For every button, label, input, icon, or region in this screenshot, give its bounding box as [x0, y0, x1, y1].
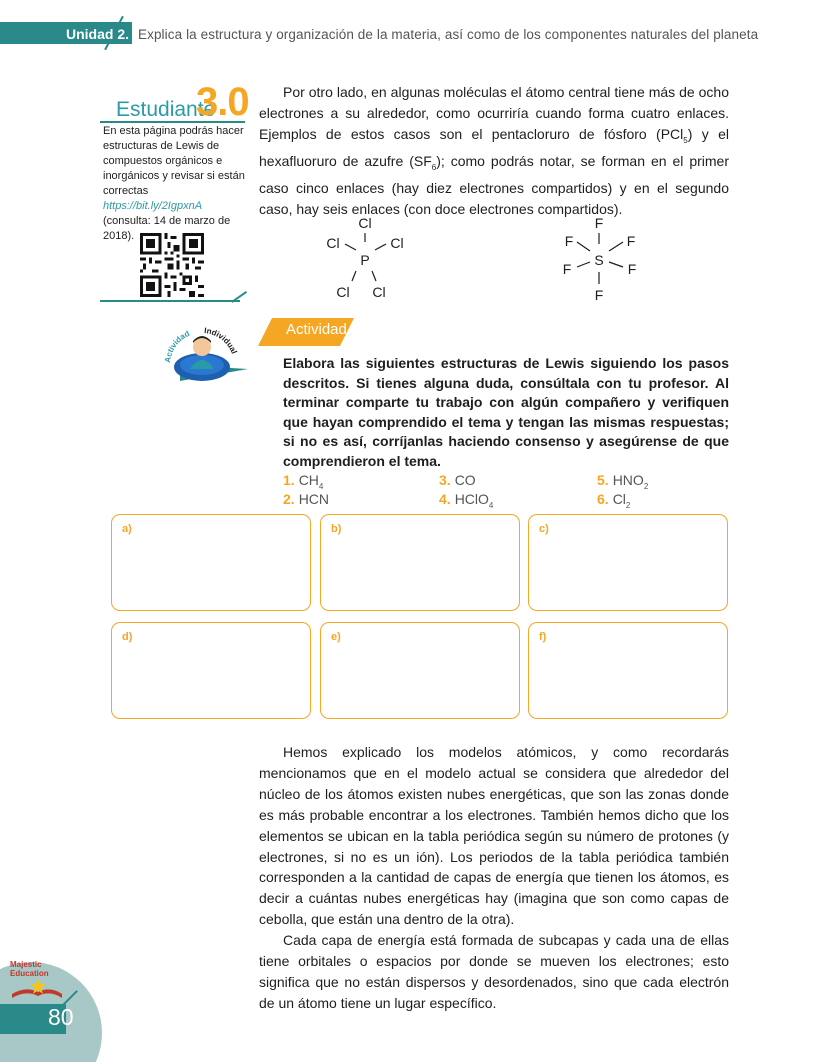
- pcl5-center: P: [360, 252, 369, 268]
- pcl5-lewis-structure: Cl Cl Cl P Cl Cl: [326, 215, 403, 300]
- body-paragraph-1: Hemos explicado los modelos atómicos, y …: [259, 744, 729, 928]
- activity-item-4: 4.HClO4: [439, 491, 494, 510]
- sidebar-link[interactable]: https://bit.ly/2IgpxnA: [103, 200, 203, 212]
- body-paragraph-2: Cada capa de energía está formada de sub…: [259, 932, 729, 1011]
- answer-box-label: e): [331, 631, 341, 643]
- activity-item-3: 3.CO: [439, 472, 476, 488]
- sidebar-text: En esta página podrás hacer estructuras …: [103, 125, 245, 242]
- activity-tag-shape: [258, 318, 354, 346]
- sf6-ligand-upper-left: F: [565, 233, 574, 249]
- activity-item-5: 5.HNO2: [597, 472, 649, 491]
- pcl5-ligand-top: Cl: [358, 215, 371, 231]
- answer-box-label: a): [122, 523, 132, 535]
- body-text: Hemos explicado los modelos atómicos, y …: [259, 742, 729, 1014]
- pcl5-ligand-left: Cl: [326, 235, 339, 251]
- sf6-ligand-lower-left: F: [563, 261, 572, 277]
- sf6-ligand-upper-right: F: [627, 233, 636, 249]
- sidebar-title-number: 3.0: [196, 80, 250, 124]
- answer-box-d[interactable]: d): [111, 622, 311, 719]
- activity-tag-label: Actividad: [286, 321, 347, 338]
- sf6-center: S: [594, 252, 603, 268]
- qr-code-icon[interactable]: [140, 233, 204, 297]
- answer-box-a[interactable]: a): [111, 514, 311, 611]
- intro-paragraph: Por otro lado, en algunas moléculas el á…: [259, 84, 730, 217]
- answer-box-label: f): [539, 631, 547, 643]
- answer-box-e[interactable]: e): [320, 622, 520, 719]
- answer-box-c[interactable]: c): [528, 514, 728, 611]
- sidebar-divider-top: [100, 121, 245, 123]
- answer-box-label: c): [539, 523, 549, 535]
- pcl5-ligand-bottom-right: Cl: [372, 284, 385, 300]
- activity-item-2: 2.HCN: [283, 491, 330, 507]
- sf6-ligand-lower-right: F: [628, 261, 637, 277]
- page-number: 80: [48, 1004, 74, 1030]
- sidebar-title: Estudiante: [116, 98, 216, 121]
- sf6-ligand-bottom: F: [595, 287, 604, 303]
- answer-box-label: b): [331, 523, 342, 535]
- unit-description: Explica la estructura y organización de …: [138, 27, 759, 42]
- answer-box-label: d): [122, 631, 133, 643]
- answer-box-b[interactable]: b): [320, 514, 520, 611]
- header-band: [0, 22, 132, 44]
- activity-individual-badge: Actividad Individual: [163, 326, 248, 381]
- sf6-ligand-top: F: [595, 215, 604, 231]
- pcl5-ligand-right: Cl: [390, 235, 403, 251]
- footer-band: [0, 1004, 66, 1034]
- answer-box-f[interactable]: f): [528, 622, 728, 719]
- activity-item-1: 1.CH4: [283, 472, 324, 491]
- publisher-logo-icon: [12, 978, 62, 998]
- pcl5-ligand-bottom-left: Cl: [336, 284, 349, 300]
- activity-instructions: Elabora las siguientes estructuras de Le…: [283, 355, 729, 469]
- unit-label: Unidad 2.: [66, 26, 130, 42]
- activity-item-6: 6.Cl2: [597, 491, 631, 510]
- sf6-lewis-structure: F F F S F F F: [563, 215, 637, 303]
- sidebar-divider-bottom: [100, 300, 240, 302]
